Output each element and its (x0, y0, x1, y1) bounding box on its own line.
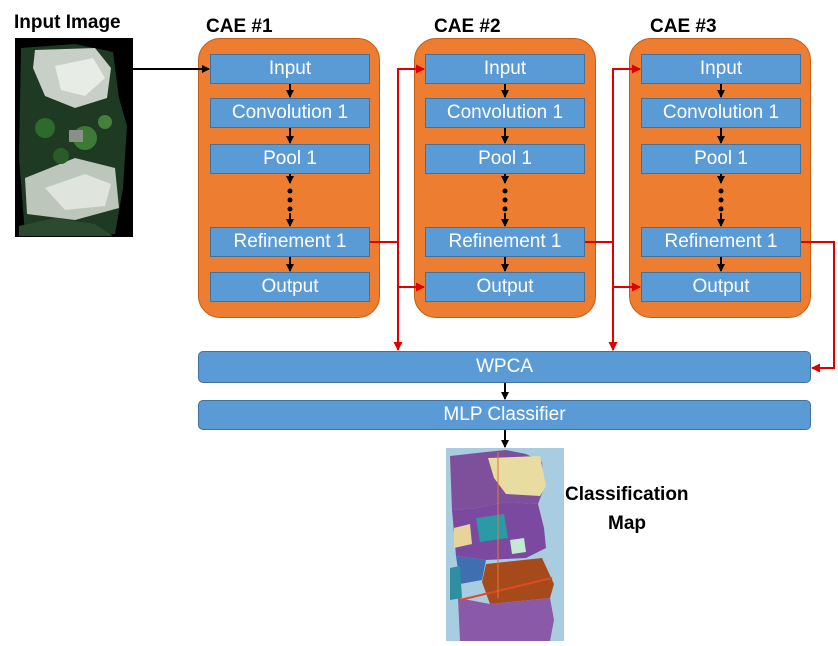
mlp-classifier-block: MLP Classifier (198, 400, 811, 430)
cae-3-title: CAE #3 (650, 16, 717, 37)
dot-cae1-1 (287, 188, 293, 194)
classification-map-label-line2: Map (608, 513, 646, 534)
dot-cae3-3 (718, 206, 724, 212)
red-arrow-cae1-to-cae2-output (397, 242, 425, 292)
cae-2-output-layer: Output (425, 272, 585, 302)
dot-cae1-3 (287, 206, 293, 212)
cae-3-output-layer: Output (641, 272, 801, 302)
wpca-block: WPCA (198, 351, 811, 383)
cae-2-title: CAE #2 (434, 16, 501, 37)
dot-cae2-1 (502, 188, 508, 194)
cae-2-convolution-layer: Convolution 1 (425, 98, 585, 128)
dot-cae3-1 (718, 188, 724, 194)
cae-1-convolution-layer: Convolution 1 (210, 98, 370, 128)
cae-1-title: CAE #1 (206, 16, 273, 37)
cae-1-pool-layer: Pool 1 (210, 144, 370, 174)
dot-cae3-2 (718, 197, 724, 203)
cae-2-pool-layer: Pool 1 (425, 144, 585, 174)
red-arrow-cae3-to-wpca (801, 241, 835, 373)
dot-cae2-3 (502, 206, 508, 212)
input-image-title: Input Image (14, 12, 121, 33)
cae-3-refinement-layer: Refinement 1 (641, 227, 801, 257)
red-arrow-cae2-to-cae3-output (612, 242, 641, 292)
red-arrow-cae1-to-cae2-input (397, 64, 425, 242)
cae-2-input-layer: Input (425, 54, 585, 84)
dot-cae2-2 (502, 197, 508, 203)
cae-2-refinement-layer: Refinement 1 (425, 227, 585, 257)
dot-cae1-2 (287, 197, 293, 203)
cae-1-refinement-layer: Refinement 1 (210, 227, 370, 257)
cae-3-input-layer: Input (641, 54, 801, 84)
input-image (15, 38, 133, 237)
cae-3-pool-layer: Pool 1 (641, 144, 801, 174)
classification-map-label-line1: Classification (565, 484, 689, 505)
classification-map-image (446, 448, 564, 641)
cae-1-output-layer: Output (210, 272, 370, 302)
cae-3-convolution-layer: Convolution 1 (641, 98, 801, 128)
cae-1-input-layer: Input (210, 54, 370, 84)
red-arrow-cae2-to-cae3-input (612, 64, 641, 242)
